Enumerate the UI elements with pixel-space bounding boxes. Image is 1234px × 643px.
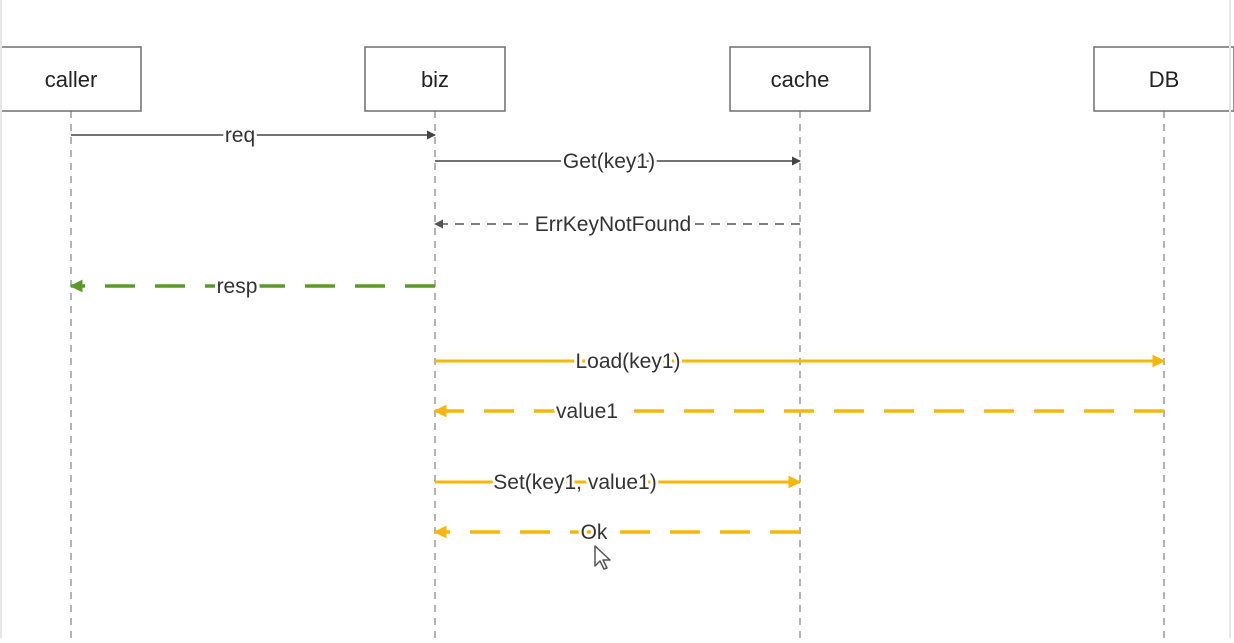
message-load: Load(key1)Load(key1) xyxy=(435,347,1166,376)
message-label-halo: Load(key1) xyxy=(575,350,680,373)
message-set: Set(key1, value1)Set(key1, value1) xyxy=(435,468,802,497)
message-label-halo: ErrKeyNotFound xyxy=(535,213,691,236)
message-label-halo: value1 xyxy=(556,400,618,423)
message-label: Ok xyxy=(581,521,608,544)
participant-cache: cache xyxy=(729,46,871,112)
message-label-halo: req xyxy=(225,124,255,147)
participant-label: biz xyxy=(421,67,449,92)
participant-box xyxy=(729,46,871,112)
message-label: Get(key1) xyxy=(563,150,655,173)
participant-db: DB xyxy=(1093,46,1234,112)
participant-biz: biz xyxy=(364,46,506,112)
message-label: value1 xyxy=(556,400,618,423)
participant-caller: caller xyxy=(0,46,142,112)
mouse-pointer-icon xyxy=(594,545,611,570)
participant-box xyxy=(1093,46,1234,112)
message-label: Set(key1, value1) xyxy=(493,471,656,494)
message-label: req xyxy=(225,124,255,147)
left-border xyxy=(0,0,2,638)
message-label-halo: Get(key1) xyxy=(563,150,655,173)
message-get: Get(key1)Get(key1) xyxy=(435,147,801,176)
participants: caller biz cache DB xyxy=(0,46,1234,112)
participant-box xyxy=(364,46,506,112)
message-label-halo: Ok xyxy=(581,521,608,544)
participant-label: DB xyxy=(1149,67,1180,92)
message-label: Load(key1) xyxy=(575,350,680,373)
right-border xyxy=(1229,0,1231,638)
participant-box xyxy=(0,46,142,112)
message-label-halo: Set(key1, value1) xyxy=(493,471,656,494)
participant-label: caller xyxy=(45,67,98,92)
participant-label: cache xyxy=(771,67,830,92)
message-label-halo: resp xyxy=(217,275,258,298)
lifelines xyxy=(70,111,1165,638)
message-label: resp xyxy=(217,275,258,298)
message-label: ErrKeyNotFound xyxy=(535,213,691,236)
